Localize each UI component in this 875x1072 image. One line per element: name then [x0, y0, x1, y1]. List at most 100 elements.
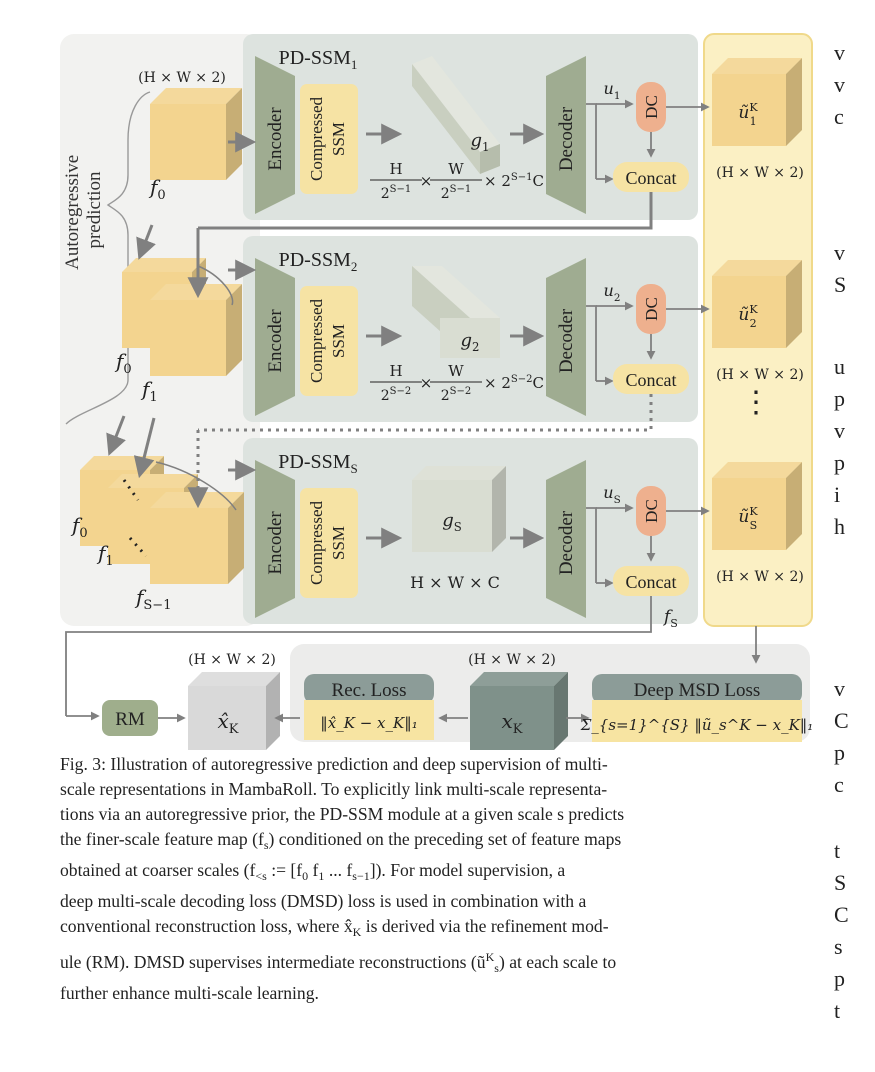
encoder — [255, 56, 295, 214]
xk-label: xK — [502, 709, 523, 737]
rec-loss-title: Rec. Loss — [332, 680, 407, 701]
svg-text:2S−2: 2S−2 — [441, 386, 472, 404]
caption-line: conventional reconstruction loss, where … — [60, 916, 609, 939]
encoder-label: Encoder — [265, 511, 286, 575]
u-label: u2 — [604, 281, 621, 304]
latent-dims: H2S−2×W2S−2× 2S−2C — [370, 362, 544, 404]
column-fragment: u — [834, 354, 845, 379]
decoder — [546, 258, 586, 416]
column-fragment: S — [834, 870, 847, 895]
latent-gS — [412, 466, 506, 552]
autoregressive-brace — [65, 91, 151, 425]
decoder-label: Decoder — [556, 106, 577, 171]
u-label: u1 — [604, 79, 621, 102]
encoder — [255, 258, 295, 416]
svg-text:W: W — [448, 362, 464, 380]
column-fragment: p — [834, 450, 845, 475]
compressed-ssm — [300, 488, 358, 598]
svg-text:H: H — [389, 362, 402, 380]
column-fragment: S — [834, 272, 847, 297]
latent-label: g1 — [471, 130, 490, 154]
dc-label: DC — [642, 297, 661, 321]
fS1-cube-scaleS — [150, 492, 244, 584]
column-fragment: p — [834, 966, 845, 991]
decoder-label: Decoder — [556, 308, 577, 373]
column-fragment: v — [834, 72, 845, 97]
caption-line: scale representations in MambaRoll. To e… — [60, 779, 608, 799]
decoder — [546, 56, 586, 214]
encoder-label: Encoder — [265, 309, 286, 373]
f1-cube-scale2 — [150, 284, 242, 376]
output-cube-1 — [712, 58, 802, 146]
u-label: uS — [603, 483, 620, 506]
latent-g1 — [412, 56, 500, 174]
dc-label: DC — [642, 95, 661, 119]
column-fragment: i — [834, 482, 841, 507]
column-fragment: t — [834, 998, 841, 1023]
rec-loss-body — [304, 700, 434, 740]
msd-loss-header — [592, 674, 802, 704]
compressed-ssm — [300, 286, 358, 396]
dc-label: DC — [642, 499, 661, 523]
output-dims: (H × W × 2) — [716, 569, 804, 585]
concat-label: Concat — [626, 370, 677, 390]
latent-label: gS — [442, 510, 462, 534]
block-title: PD-SSMS — [278, 451, 358, 476]
autoregressive-label: Autoregressive prediction — [62, 150, 105, 270]
output-cube-2 — [712, 260, 802, 348]
f0-down-arrow-2 — [106, 415, 126, 456]
output-dims: (H × W × 2) — [716, 367, 804, 383]
svg-text:×: × — [420, 374, 433, 392]
concat-label: Concat — [626, 572, 677, 592]
column-fragment: p — [834, 386, 845, 411]
column-fragment: c — [834, 104, 844, 129]
column-fragment: c — [834, 772, 844, 797]
rm-block — [102, 700, 158, 736]
latent-dims: H2S−1×W2S−1× 2S−1C — [370, 160, 544, 202]
fS-line — [65, 596, 652, 716]
caption-line: deep multi-scale decoding loss (DMSD) lo… — [60, 891, 587, 911]
decoder — [546, 460, 586, 618]
svg-text:2S−2: 2S−2 — [381, 386, 412, 404]
f0-down-arrow — [136, 224, 156, 260]
concat2-feedback-line — [198, 394, 653, 432]
svg-text:× 2S−1C: × 2S−1C — [484, 172, 544, 190]
svg-text:H: H — [389, 160, 402, 178]
svg-text:2S−1: 2S−1 — [381, 184, 412, 202]
connector-curve — [155, 461, 237, 511]
latent-g2 — [412, 266, 500, 358]
compressed-ssm — [300, 84, 358, 194]
dc-block — [636, 284, 666, 334]
latent-dims: H × W × C — [410, 573, 500, 592]
column-fragment: v — [834, 40, 845, 65]
column-fragment: v — [834, 240, 845, 265]
concat-block — [613, 566, 689, 596]
rec-loss-formula: ‖x̂_K − x_K‖₁ — [320, 714, 417, 732]
column-fragment: C — [834, 902, 849, 927]
dc-block — [636, 82, 666, 132]
msd-loss-body — [592, 700, 802, 742]
rec-loss-header — [304, 674, 434, 704]
vertical-ellipsis: ⋮ — [741, 385, 771, 420]
column-fragment: p — [834, 740, 845, 765]
msd-loss-title: Deep MSD Loss — [634, 680, 761, 701]
msd-loss-formula: Σ_{s=1}^{S} ‖ũ_s^K − x_K‖₁ — [580, 716, 814, 734]
xhat-cube — [188, 672, 280, 750]
architecture-diagram: Autoregressive prediction PD-SSM1Encoder… — [60, 33, 814, 750]
figure-caption: Fig. 3: Illustration of autoregressive p… — [60, 752, 800, 1006]
f0-cube-scale1 — [150, 88, 242, 180]
concat-label: Concat — [626, 168, 677, 188]
caption-line: further enhance multi-scale learning. — [60, 983, 319, 1003]
caption-line: ule (RM). DMSD supervises intermediate r… — [60, 950, 617, 975]
concat1-feedback-line — [198, 192, 653, 230]
column-fragment: h — [834, 514, 845, 539]
